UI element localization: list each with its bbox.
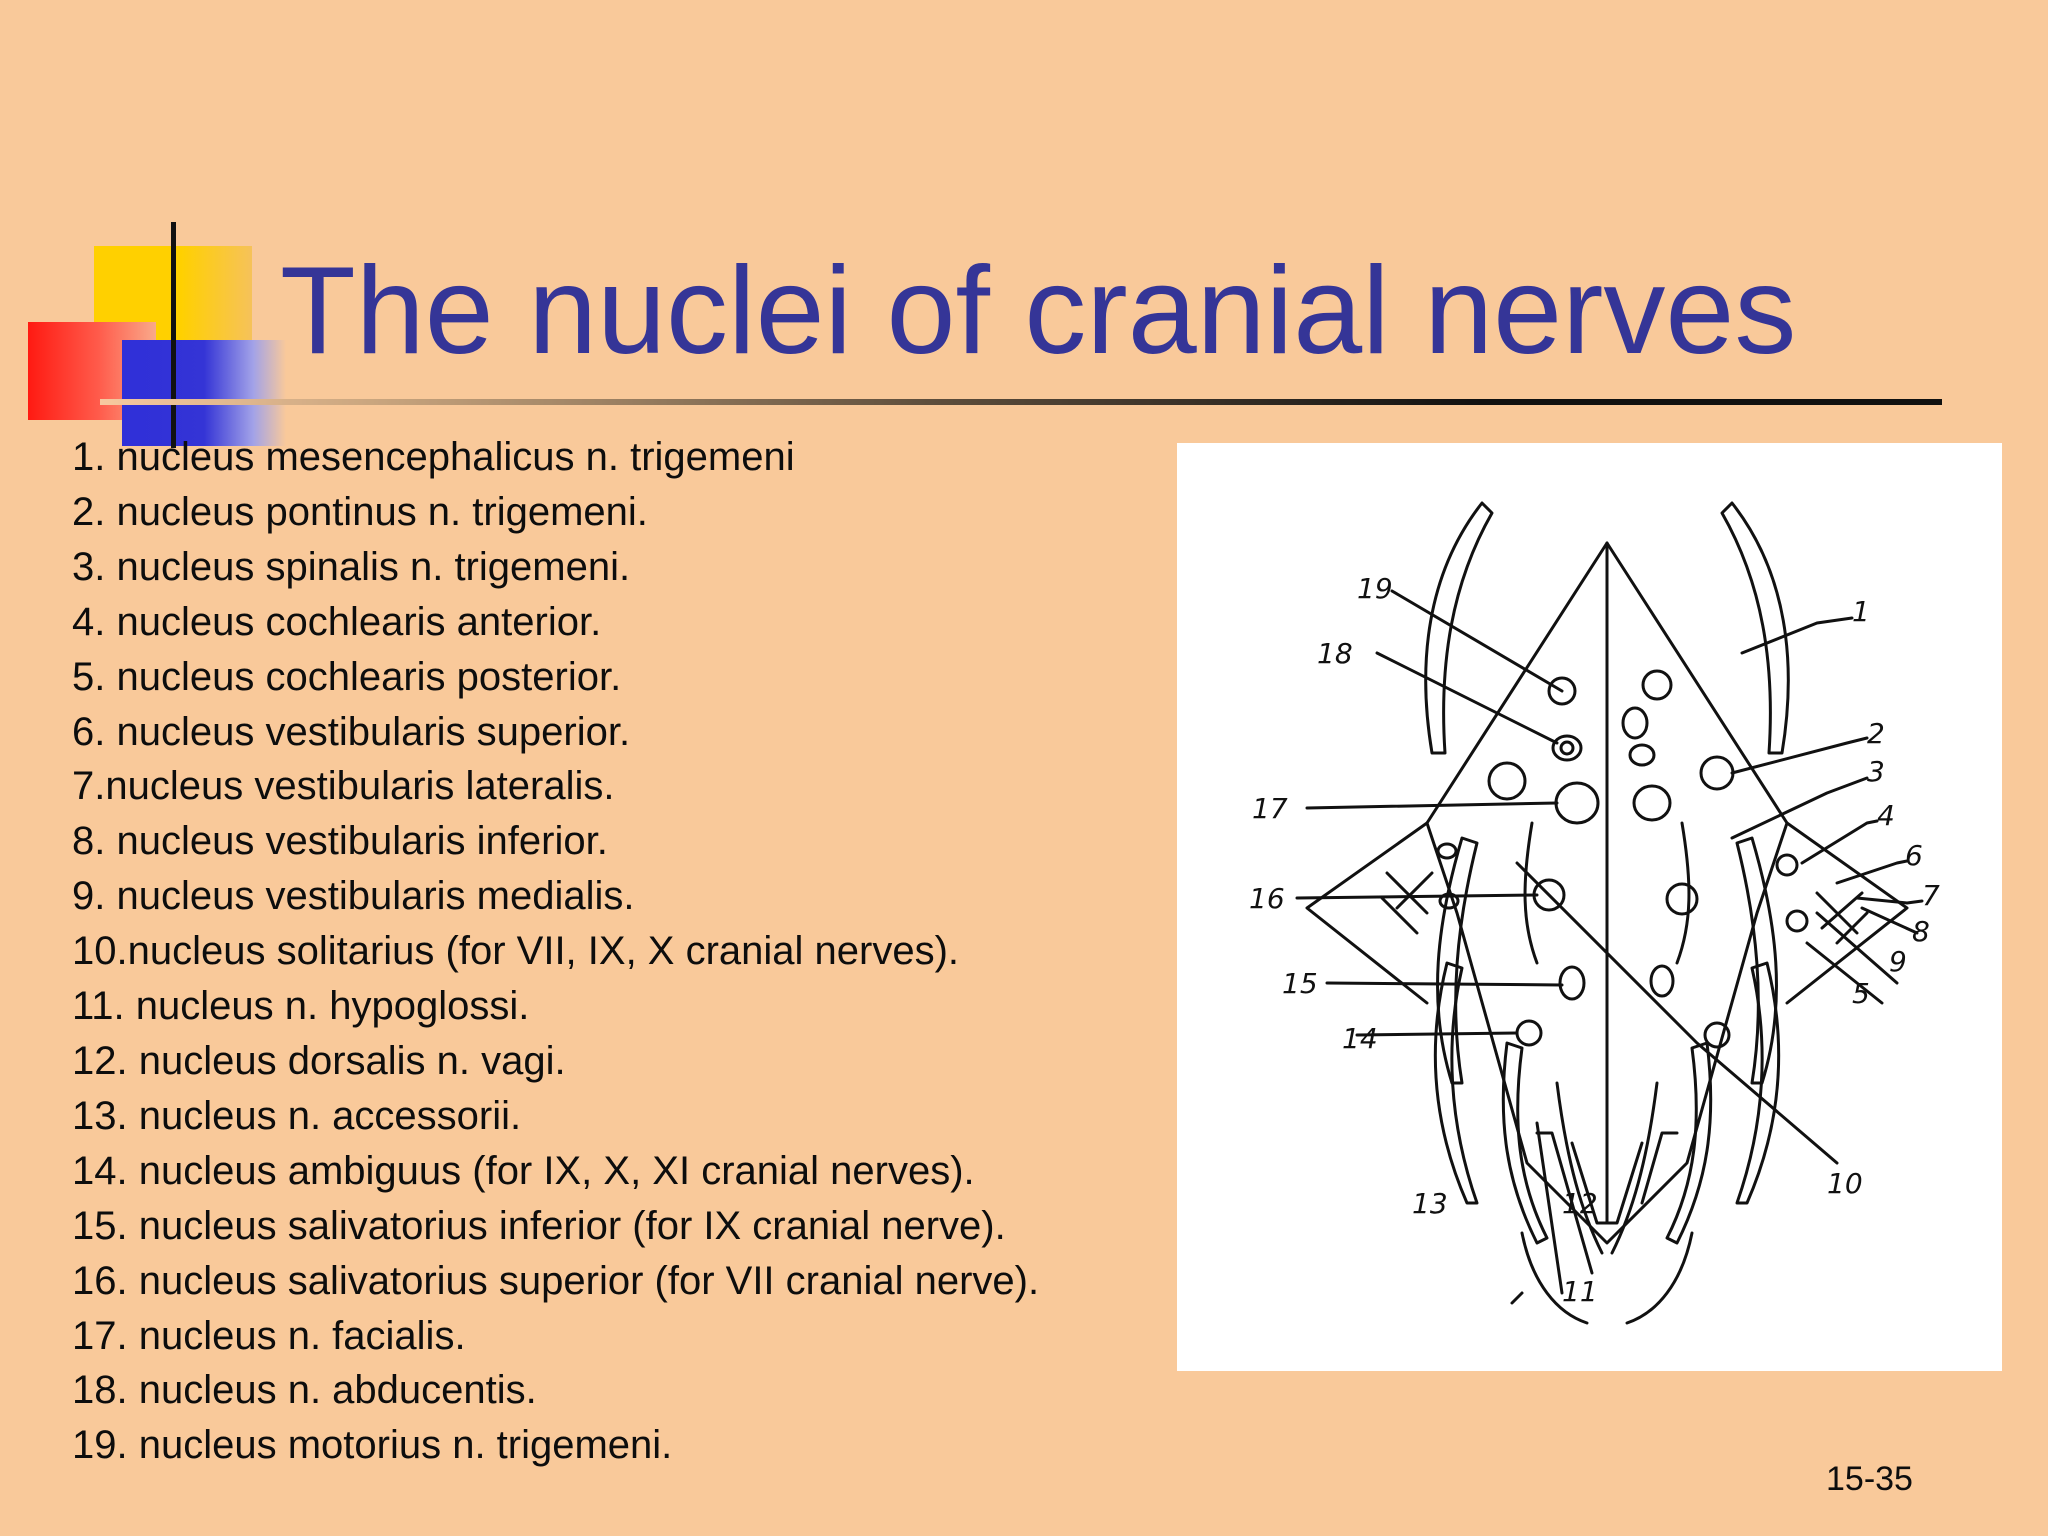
figure-label: 4	[1877, 799, 1895, 832]
decor-vertical-line	[171, 222, 176, 448]
list-item: 18. nucleus n. abducentis.	[72, 1368, 537, 1413]
figure-label: 17	[1252, 792, 1288, 825]
figure-label: 10	[1827, 1167, 1863, 1200]
slide-title: The nuclei of cranial nerves	[280, 242, 1797, 380]
brainstem-diagram: 1 2 3 4 5 6 7 8 9 10 11 12 13 14 15 16 1…	[1177, 443, 2002, 1371]
figure-label: 9	[1889, 945, 1907, 978]
list-item: 1. nucleus mesencephalicus n. trigemeni	[72, 435, 795, 479]
figure-label: 19	[1357, 572, 1393, 605]
title-underline	[100, 399, 1942, 405]
figure-label: 16	[1249, 882, 1285, 915]
decor-blue-square	[122, 340, 286, 446]
list-item: 7.nucleus vestibularis lateralis.	[72, 764, 615, 809]
list-item: 10.nucleus solitarius (for VII, IX, X cr…	[72, 929, 960, 974]
figure-label: 5	[1852, 977, 1870, 1010]
figure-label: 13	[1412, 1187, 1448, 1220]
list-item: 12. nucleus dorsalis n. vagi.	[72, 1038, 566, 1083]
list-item: 3. nucleus spinalis n. trigemeni.	[72, 544, 631, 589]
figure-label: 14	[1342, 1022, 1378, 1055]
figure-label: 11	[1562, 1275, 1598, 1308]
list-item: 4. nucleus cochlearis anterior.	[72, 599, 602, 644]
list-item: 15. nucleus salivatorius inferior (for I…	[72, 1203, 1006, 1248]
figure-label: 8	[1912, 915, 1930, 948]
list-item: 11. nucleus n. hypoglossi.	[72, 984, 530, 1029]
figure-label: 2	[1867, 717, 1885, 750]
list-item: 14. nucleus ambiguus (for IX, X, XI cran…	[72, 1148, 975, 1193]
list-item: 16. nucleus salivatorius superior (for V…	[72, 1258, 1040, 1303]
list-item: 19. nucleus motorius n. trigemeni.	[72, 1423, 673, 1468]
figure-label: 15	[1282, 967, 1318, 1000]
figure-label: 7	[1922, 879, 1940, 912]
figure-label: 1	[1852, 595, 1870, 628]
list-item: 5. nucleus cochlearis posterior.	[72, 654, 622, 699]
list-item: 8. nucleus vestibularis inferior.	[72, 819, 608, 864]
figure-label: 18	[1317, 637, 1353, 670]
slide-number: 15-35	[1826, 1460, 1913, 1498]
list-item: 13. nucleus n. accessorii.	[72, 1093, 522, 1138]
figure-label: 12	[1562, 1187, 1598, 1220]
list-item: 9. nucleus vestibularis medialis.	[72, 874, 635, 919]
figure-label: 6	[1905, 839, 1923, 872]
list-item: 6. nucleus vestibularis superior.	[72, 709, 631, 754]
list-item: 17. nucleus n. facialis.	[72, 1313, 466, 1358]
list-item: 2. nucleus pontinus n. trigemeni.	[72, 489, 648, 534]
figure-label: 3	[1867, 755, 1885, 788]
nuclei-list: 1. nucleus mesencephalicus n. trigemeni 2…	[72, 430, 1039, 1473]
